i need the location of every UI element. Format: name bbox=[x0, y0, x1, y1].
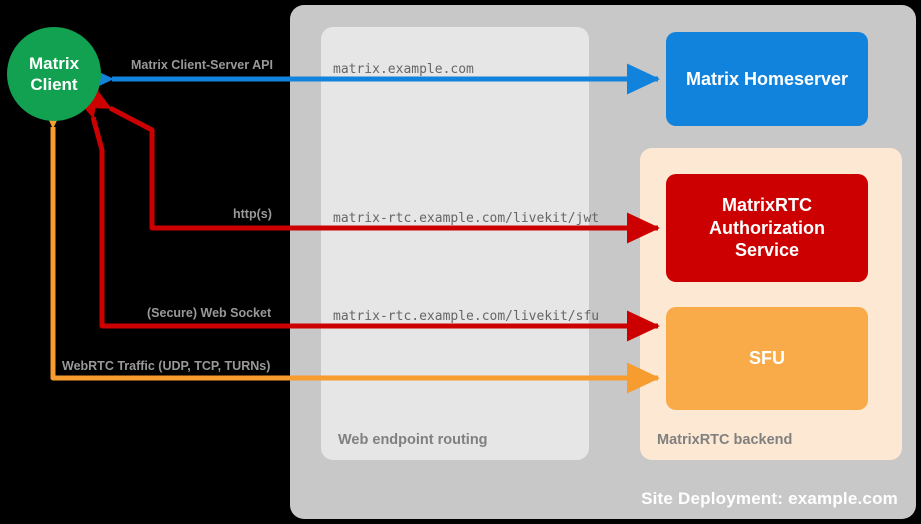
endpoint-url-livekit-jwt: matrix-rtc.example.com/livekit/jwt bbox=[333, 211, 600, 226]
edge-label-client-server-api: Matrix Client-Server API bbox=[131, 58, 273, 72]
edge-label-webrtc-traffic: WebRTC Traffic (UDP, TCP, TURNs) bbox=[62, 359, 271, 373]
edge-label-web-socket: (Secure) Web Socket bbox=[147, 306, 272, 320]
endpoint-url-matrix: matrix.example.com bbox=[333, 62, 474, 77]
auth-service-label-line3: Service bbox=[734, 240, 800, 261]
matrix-homeserver-label: Matrix Homeserver bbox=[685, 68, 849, 89]
site-deployment-label: Site Deployment: example.com bbox=[641, 489, 898, 508]
node-matrix-homeserver[interactable]: Matrix Homeserver bbox=[666, 32, 868, 126]
sfu-label: SFU bbox=[749, 348, 785, 369]
node-sfu[interactable]: SFU bbox=[666, 307, 868, 410]
edge-label-http: http(s) bbox=[233, 207, 272, 221]
auth-service-label-line2: Authorization bbox=[709, 217, 825, 238]
auth-service-label-line1: MatrixRTC bbox=[721, 195, 812, 216]
endpoint-url-livekit-sfu: matrix-rtc.example.com/livekit/sfu bbox=[333, 309, 600, 324]
matrix-client-label-line2: Client bbox=[30, 75, 78, 94]
web-endpoint-routing-container: Web endpoint routing bbox=[321, 27, 589, 460]
node-matrix-client[interactable]: Matrix Client bbox=[7, 27, 101, 121]
matrix-client-label-line1: Matrix bbox=[28, 53, 80, 73]
web-endpoint-routing-label: Web endpoint routing bbox=[338, 432, 488, 448]
node-matrixrtc-authorization-service[interactable]: MatrixRTC Authorization Service bbox=[666, 174, 868, 282]
matrixrtc-backend-label: MatrixRTC backend bbox=[657, 432, 793, 448]
